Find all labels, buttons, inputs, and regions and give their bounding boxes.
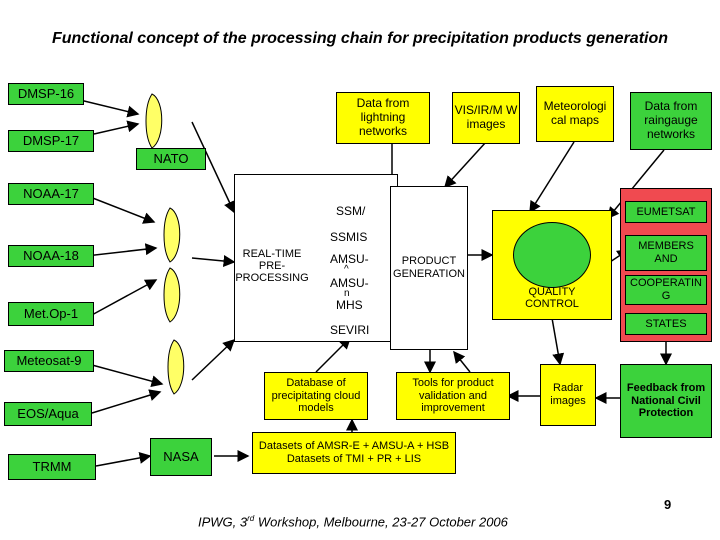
quality-control-line-2: CONTROL	[525, 298, 579, 311]
satellite-trmm: TRMM	[8, 454, 96, 480]
sensor-dish-noaa17	[163, 207, 181, 263]
footer-superscript: rd	[247, 514, 255, 523]
input-raingauge: Data from raingauge networks	[630, 92, 712, 150]
arrow-noaa17	[84, 194, 156, 224]
instrument-mark-a: ^	[344, 264, 349, 275]
diagram-title: Functional concept of the processing cha…	[51, 30, 669, 47]
datasets-line-2: Datasets of TMI + PR + LIS	[286, 453, 422, 465]
satellite-noaa18: NOAA-18	[8, 245, 94, 267]
sensor-dish-dmsp	[145, 93, 163, 149]
product-generation-panel: PRODUCT GENERATION	[390, 186, 468, 350]
preprocessing-line-2: PRE-	[258, 260, 286, 272]
arrow-dmsp17	[93, 120, 140, 135]
instrument-amsu-a: AMSU-	[330, 252, 369, 266]
arrow-visir	[443, 141, 487, 189]
footer-text: IPWG, 3rd Workshop, Melbourne, 23-27 Oct…	[198, 514, 508, 529]
arrow-dmsp-sensor	[191, 121, 235, 214]
quality-control-label: QUALITY CONTROL	[525, 286, 579, 311]
preprocessing-panel	[234, 174, 398, 342]
preprocessing-label: REAL-TIME PRE- PROCESSING	[230, 248, 314, 284]
satellite-metop1: Met.Op-1	[8, 302, 94, 326]
input-lightning: Data from lightning networks	[336, 92, 430, 144]
database-box: Database of precipitating cloud models	[264, 372, 368, 420]
members-label: MEMBERS AND	[625, 235, 707, 271]
arrow-database	[315, 336, 352, 373]
arrow-tools	[453, 350, 471, 373]
cooperating-label: COOPERATIN G	[625, 275, 707, 305]
footer-suffix: Workshop, Melbourne, 23-27 October 2006	[254, 514, 508, 530]
footer-prefix: IPWG, 3	[198, 514, 248, 530]
members-line-1: MEMBERS	[638, 240, 694, 253]
instrument-mhs: MHS	[336, 298, 363, 312]
feedback-box: Feedback from National Civil Protection	[620, 364, 712, 438]
arrow-meteosat	[91, 364, 164, 388]
satellite-dmsp16: DMSP-16	[8, 83, 84, 105]
members-line-2: AND	[654, 253, 678, 265]
product-generation-line-1: PRODUCT	[401, 255, 457, 268]
preprocessing-line-1: REAL-TIME	[242, 248, 302, 260]
arrow-maps	[529, 141, 575, 214]
instrument-ssmi: SSM/	[336, 204, 366, 218]
agency-nato: NATO	[136, 148, 206, 170]
datasets-box: Datasets of AMSR-E + AMSU-A + HSB Datase…	[252, 432, 456, 474]
input-visirmw: VIS/IR/M W images	[452, 92, 520, 144]
page-number: 9	[664, 497, 672, 512]
arrow-trmm	[95, 452, 152, 467]
sensor-dish-meteosat	[167, 339, 185, 395]
cooperating-line-2: G	[661, 290, 671, 302]
instrument-ssmis: SSMIS	[330, 230, 368, 244]
product-generation-line-2: GENERATION	[393, 268, 465, 280]
quality-control-line-1: QUALITY	[528, 285, 576, 298]
satellite-dmsp17: DMSP-17	[8, 130, 94, 152]
arrow-eosaqua	[91, 389, 162, 414]
instrument-mark-b: n	[344, 288, 350, 299]
radar-box: Radar images	[540, 364, 596, 426]
arrow-metop	[89, 279, 158, 317]
instrument-amsu-b: AMSU-	[330, 276, 369, 290]
arrow-dmsp16	[79, 99, 140, 118]
tools-box: Tools for product validation and improve…	[396, 372, 510, 420]
arrow-noaa-sensor	[191, 255, 236, 267]
eumetsat-panel: EUMETSAT MEMBERS AND COOPERATIN G STATES	[620, 188, 712, 342]
states-label: STATES	[625, 313, 707, 335]
preprocessing-line-3: PROCESSING	[235, 272, 309, 284]
agency-nasa: NASA	[150, 438, 212, 476]
arrow-noaa18	[85, 243, 158, 257]
eumetsat-label: EUMETSAT	[625, 201, 707, 223]
cooperating-line-1: COOPERATIN	[630, 277, 702, 290]
sensor-dish-noaa18	[163, 267, 181, 323]
quality-control-ellipse	[513, 222, 591, 288]
arrow-raingauge	[607, 149, 665, 220]
input-meteo-maps: Meteorologi cal maps	[536, 86, 614, 142]
satellite-eos-aqua: EOS/Aqua	[4, 402, 92, 426]
datasets-line-1: Datasets of AMSR-E + AMSU-A + HSB	[258, 440, 450, 453]
instrument-seviri: SEVIRI	[330, 323, 370, 337]
arrow-qc-radar	[551, 317, 565, 366]
arrow-msg-sensor	[191, 338, 236, 381]
satellite-noaa17: NOAA-17	[8, 183, 94, 205]
satellite-meteosat9: Meteosat-9	[4, 350, 94, 372]
product-generation-label: PRODUCT GENERATION	[393, 255, 465, 280]
